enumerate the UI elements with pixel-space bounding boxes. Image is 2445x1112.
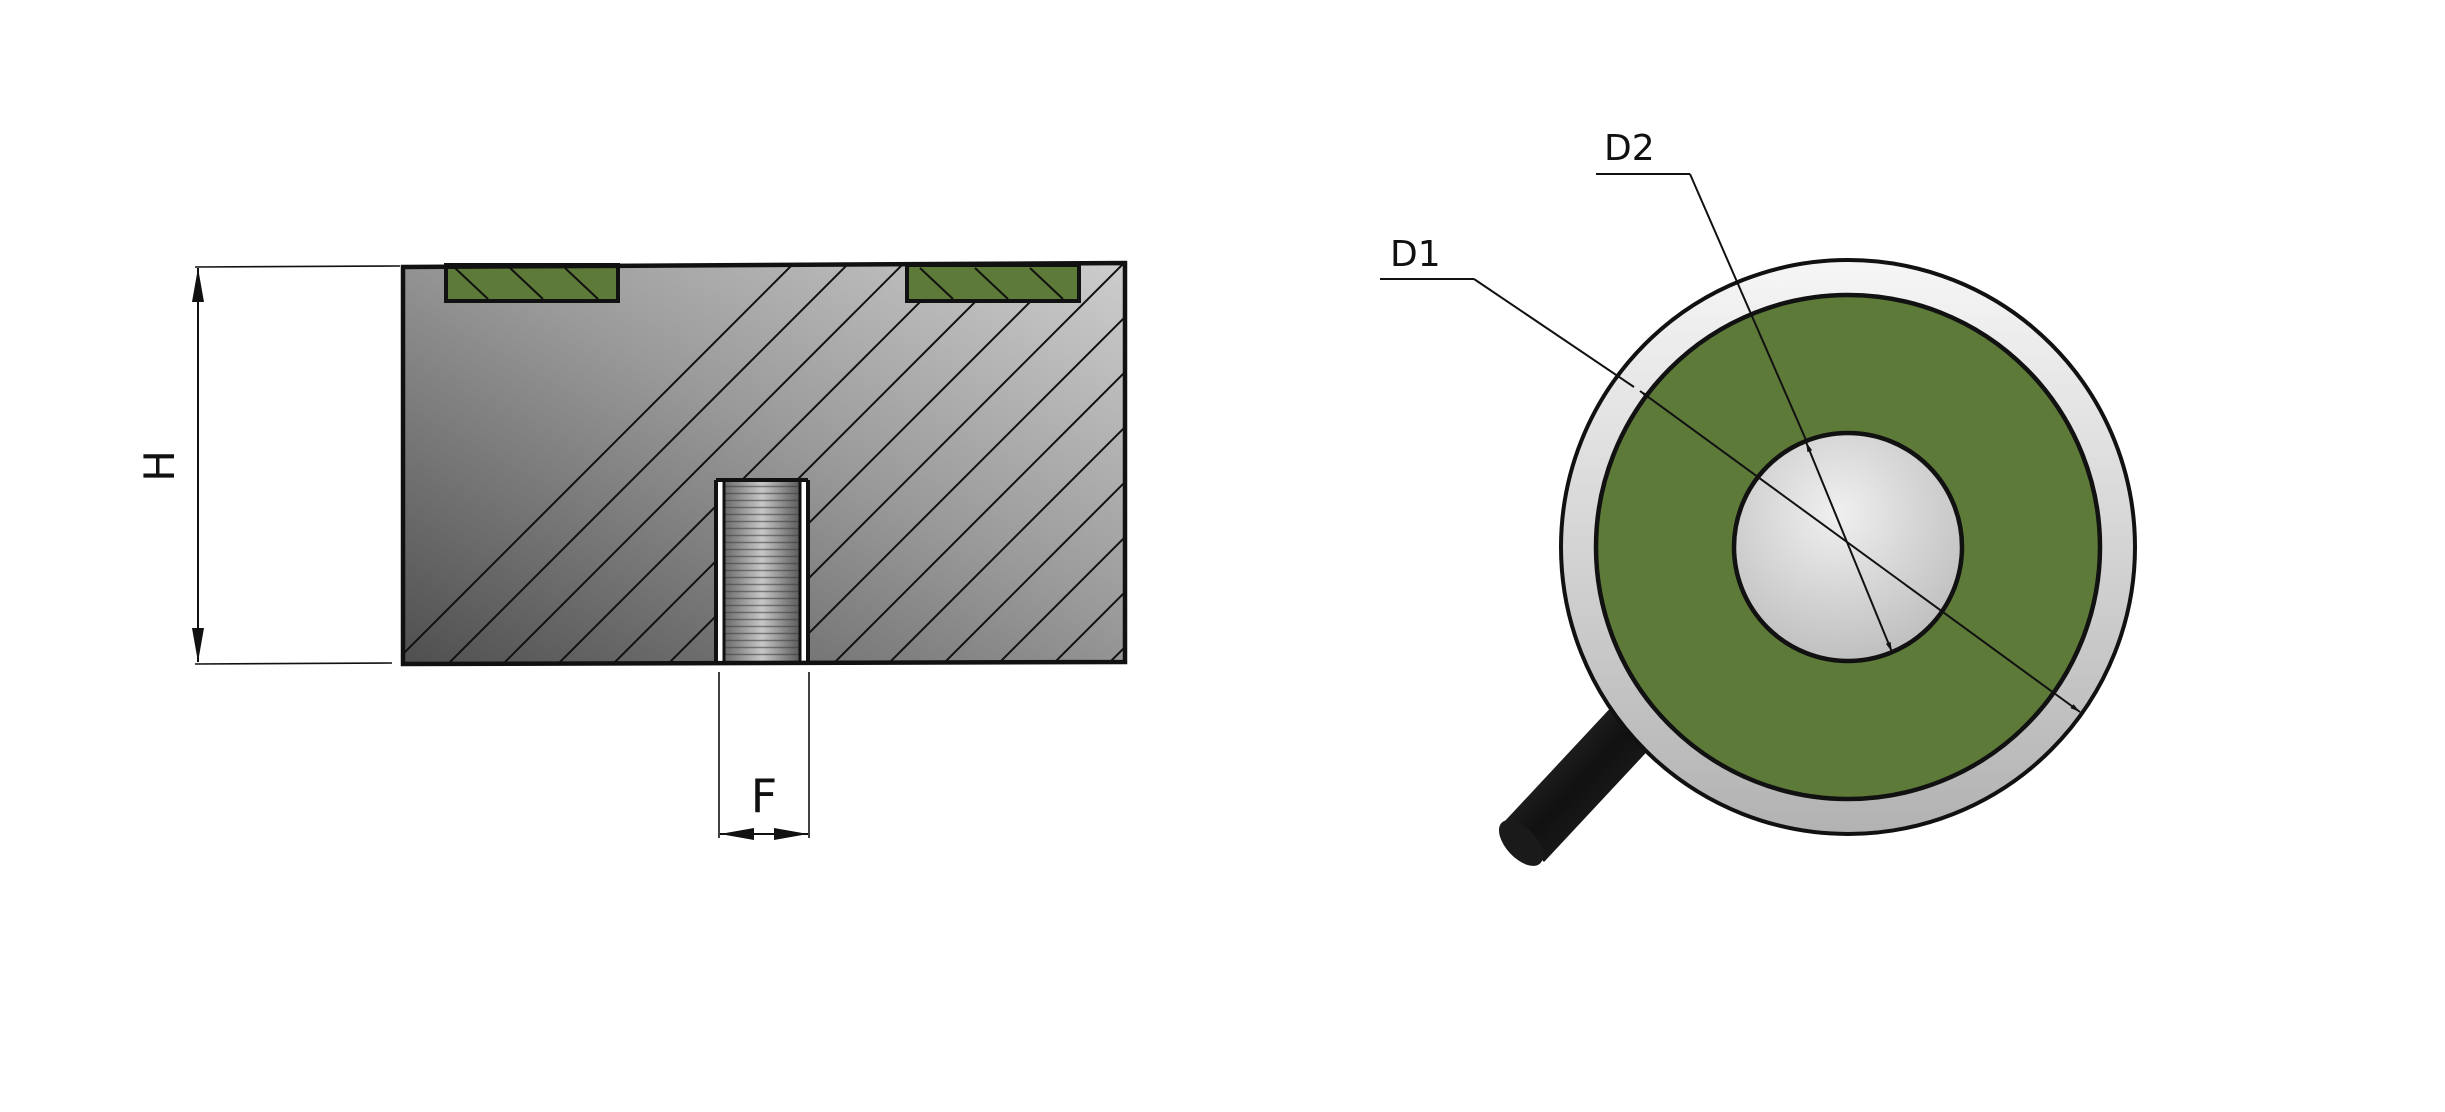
section-hatching [403, 263, 1125, 664]
hatch-line [403, 263, 795, 664]
rubber-insert-right [905, 263, 1081, 303]
hatch-line [981, 263, 1125, 664]
height-dimension: H [135, 265, 401, 665]
hatch-line [486, 263, 905, 664]
threaded-hole [714, 478, 810, 662]
hatch-line [431, 263, 850, 664]
hatch-line [596, 263, 1015, 664]
hatch-line [1036, 263, 1125, 664]
hatch-line [541, 263, 960, 664]
hatch-line [761, 263, 1125, 664]
outer-diameter-label: D1 [1390, 234, 1441, 275]
hatch-line [926, 263, 1125, 664]
hatch-line [871, 263, 1125, 664]
inner-diameter-dimension: D2 [1596, 128, 1893, 653]
body-outline [400, 260, 1128, 667]
hatch-line [816, 263, 1125, 664]
hatch-line [1091, 263, 1125, 664]
steel-body [403, 263, 1125, 664]
thread-dimension: F [718, 672, 810, 840]
top-view: D1 D2 [1380, 128, 2137, 866]
insert-hatching [454, 267, 1064, 300]
rubber-insert-left [444, 263, 620, 303]
inner-diameter-label: D2 [1604, 128, 1655, 169]
thread-label: F [751, 769, 777, 823]
height-label: H [135, 450, 184, 482]
section-view: H F [135, 260, 1128, 840]
threaded-stud [1498, 702, 1656, 866]
